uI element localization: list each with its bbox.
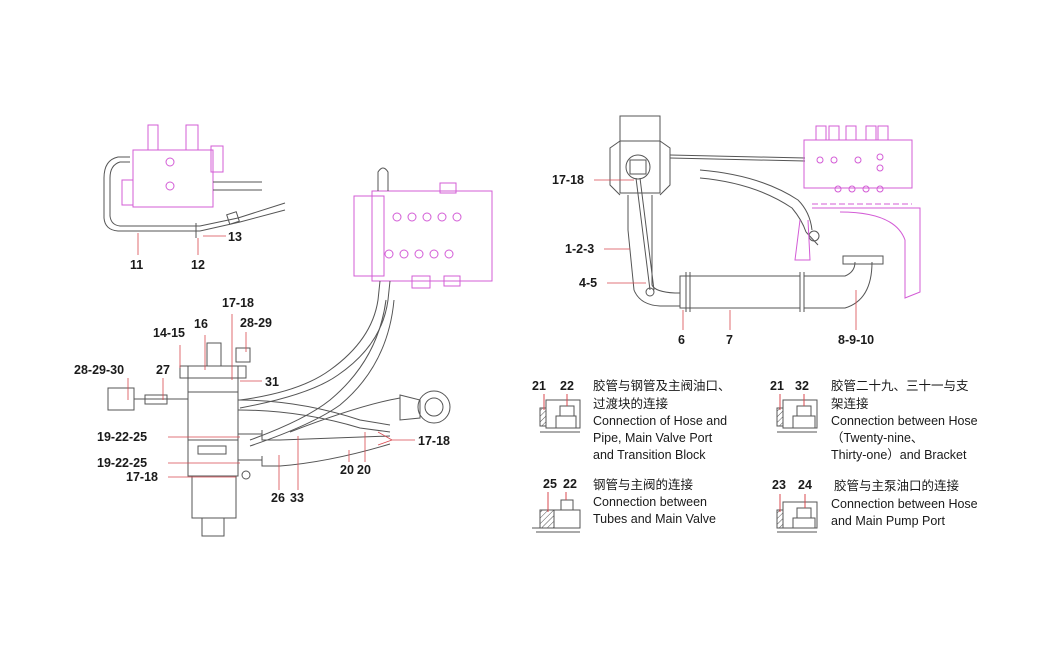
valve-ports-bottom — [384, 249, 454, 259]
note-number: 21 — [532, 379, 546, 393]
note-en-line: Pipe, Main Valve Port — [593, 431, 713, 445]
valve-ports-top — [392, 212, 462, 222]
note-cn-line: 胶管与主泵油口的连接 — [834, 478, 960, 493]
note-cn-line: 架连接 — [831, 396, 869, 411]
note-en-line: Connection of Hose and — [593, 414, 728, 428]
callout-17-18-top: 17-18 — [222, 296, 254, 310]
note-cn-line: 胶管二十九、三十一与支 — [831, 378, 969, 393]
callout-28-29: 28-29 — [240, 316, 272, 330]
note-en-line: Connection between Hose — [831, 414, 978, 428]
note-number: 21 — [770, 379, 784, 393]
note-cn-line: 胶管与钢管及主阀油口、 — [593, 378, 731, 393]
swing-valve-assembly — [107, 342, 451, 537]
note-en-line: （Twenty-nine、 — [831, 431, 924, 445]
note-number: 23 — [772, 478, 786, 492]
callout-31: 31 — [265, 375, 279, 389]
callout-12: 12 — [191, 258, 205, 272]
callout-14-15: 14-15 — [153, 326, 185, 340]
pilot-valve-block — [121, 124, 224, 208]
callout-6: 6 — [678, 333, 685, 347]
callout-8-9-10: 8-9-10 — [838, 333, 874, 347]
note-cn-line: 过渡块的连接 — [593, 396, 669, 411]
detail-icon-tubes-valve — [532, 492, 581, 533]
note-en-line: Connection between — [593, 495, 707, 509]
callout-17-18-right: 17-18 — [418, 434, 450, 448]
note-number: 22 — [563, 477, 577, 491]
note-en-line: and Main Pump Port — [831, 514, 945, 528]
callout-19-22-25-a: 19-22-25 — [97, 430, 147, 444]
note-number: 24 — [798, 478, 812, 492]
top-left-assembly: 11 12 13 — [103, 124, 286, 272]
callout-28-29-30: 28-29-30 — [74, 363, 124, 377]
callout-27: 27 — [156, 363, 170, 377]
callout-26: 26 — [271, 491, 285, 505]
callout-19-22-25-b: 19-22-25 — [97, 456, 147, 470]
callout-33: 33 — [290, 491, 304, 505]
note-number: 32 — [795, 379, 809, 393]
callout-17-18-right-assy: 17-18 — [552, 173, 584, 187]
callout-17-18-mid: 17-18 — [126, 470, 158, 484]
callout-4-5: 4-5 — [579, 276, 597, 290]
callout-1-2-3: 1-2-3 — [565, 242, 594, 256]
callout-20-b: 20 — [357, 463, 371, 477]
note-number: 25 — [543, 477, 557, 491]
note-en-line: Connection between Hose — [831, 497, 978, 511]
note-cn-line: 钢管与主阀的连接 — [593, 477, 694, 492]
callout-16: 16 — [194, 317, 208, 331]
detail-icon-hose-pump — [776, 494, 818, 533]
note-en-line: and Transition Block — [593, 448, 706, 462]
note-en-line: Tubes and Main Valve — [593, 512, 716, 526]
callout-11: 11 — [130, 258, 143, 272]
note-number: 22 — [560, 379, 574, 393]
note-en-line: Thirty-one）and Bracket — [831, 448, 967, 462]
callout-7: 7 — [726, 333, 733, 347]
right-assembly: 17-18 1-2-3 4-5 6 7 8-9-10 — [552, 115, 921, 347]
callout-13: 13 — [228, 230, 242, 244]
detail-icon-hose-pipe — [539, 394, 581, 433]
detail-icon-hose-bracket — [776, 394, 818, 433]
main-control-valve — [353, 182, 493, 289]
callout-20-a: 20 — [340, 463, 354, 477]
